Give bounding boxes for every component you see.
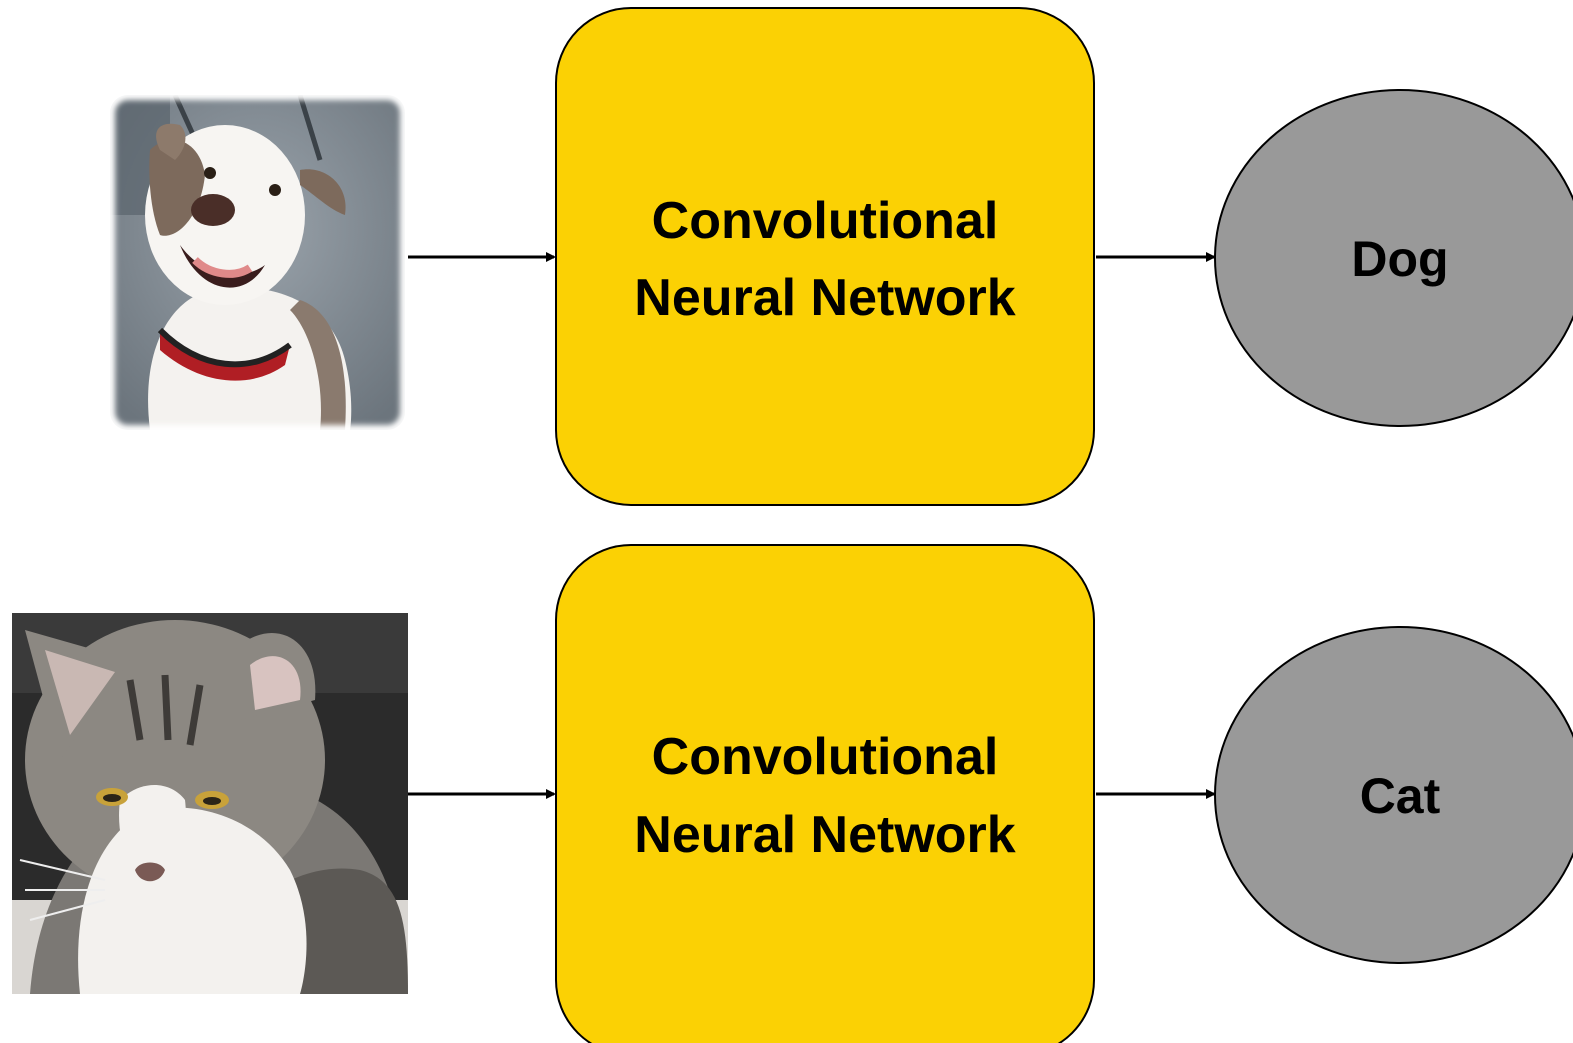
network-label-line2: Neural Network xyxy=(634,806,1016,864)
cat-image xyxy=(12,613,408,994)
network-label-line1: Convolutional xyxy=(652,192,999,250)
output-node-dog: Dog xyxy=(1214,89,1573,427)
row-dog: Convolutional Neural Network Dog xyxy=(105,7,1573,506)
row-cat: Convolutional Neural Network Cat xyxy=(12,544,1573,1043)
network-box-dog: Convolutional Neural Network xyxy=(555,7,1095,506)
network-box-cat: Convolutional Neural Network xyxy=(555,544,1095,1043)
output-label-dog: Dog xyxy=(1351,231,1448,287)
network-label-line2: Neural Network xyxy=(634,269,1016,327)
network-label-line1: Convolutional xyxy=(652,728,999,786)
output-node-cat: Cat xyxy=(1214,626,1573,964)
output-label-cat: Cat xyxy=(1360,768,1441,824)
dog-image xyxy=(110,95,405,430)
